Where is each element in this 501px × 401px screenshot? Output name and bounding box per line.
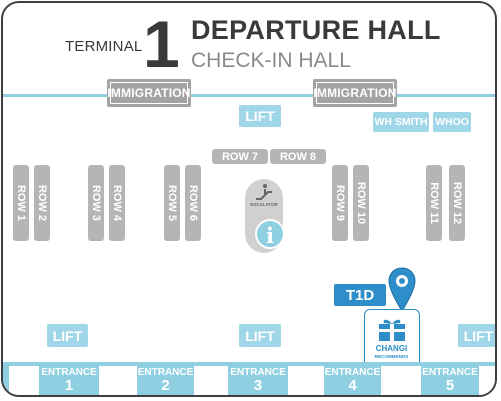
shop-wh-smith[interactable]: WH SMITH — [373, 112, 429, 132]
entrance-number: 4 — [348, 377, 357, 394]
location-pin-icon[interactable] — [388, 267, 416, 313]
row-label: ROW 11 — [428, 182, 440, 224]
row-3[interactable]: ROW 3 — [88, 165, 104, 241]
immigration-sign-right[interactable]: IMMIGRATION — [313, 79, 397, 107]
gift-box-icon — [379, 319, 405, 341]
row-8-tag[interactable]: ROW 8 — [270, 149, 326, 164]
immigration-line — [3, 94, 495, 97]
entrance-box — [419, 366, 481, 395]
page-title: DEPARTURE HALL — [191, 15, 441, 45]
location-label-t1d[interactable]: T1D — [334, 284, 386, 306]
row-12[interactable]: ROW 12 — [449, 165, 465, 241]
escalator-label: ESCALATOR — [250, 202, 278, 207]
row-label: ROW 3 — [90, 184, 102, 222]
lift-bottom-center[interactable]: LIFT — [239, 324, 281, 347]
lift-top[interactable]: LIFT — [239, 105, 281, 127]
row-5[interactable]: ROW 5 — [164, 165, 180, 241]
entrance-1[interactable]: ENTRANCE 1 — [37, 366, 101, 395]
row-label: ROW 9 — [334, 184, 346, 222]
row-10[interactable]: ROW 10 — [353, 165, 369, 241]
row-label: ROW 2 — [36, 184, 48, 222]
row-label: ROW 4 — [111, 184, 123, 222]
entrance-gap — [290, 366, 322, 395]
row-11[interactable]: ROW 11 — [426, 165, 442, 241]
row-4[interactable]: ROW 4 — [109, 165, 125, 241]
info-icon[interactable]: i — [255, 219, 285, 249]
page-subtitle: CHECK-IN HALL — [191, 49, 351, 72]
changi-name: CHANGI — [375, 344, 408, 353]
entrance-5[interactable]: ENTRANCE 5 — [419, 366, 481, 395]
entrance-box — [226, 366, 290, 395]
changi-tagline: RECOMMENDS — [374, 354, 409, 359]
row-label: ROW 6 — [187, 184, 199, 222]
immigration-sign-left[interactable]: IMMIGRATION — [107, 79, 191, 107]
entrance-gap — [9, 366, 37, 395]
row-2[interactable]: ROW 2 — [34, 165, 50, 241]
entrance-gap — [101, 366, 135, 395]
entrance-box — [135, 366, 196, 395]
row-label: ROW 1 — [15, 184, 27, 222]
entrance-3[interactable]: ENTRANCE 3 — [226, 366, 290, 395]
entrance-label: ENTRANCE — [230, 367, 286, 378]
entrance-box — [37, 366, 101, 395]
row-label: ROW 5 — [166, 184, 178, 222]
changi-recommends-kiosk[interactable]: CHANGI RECOMMENDS — [364, 309, 420, 369]
row-label: ROW 10 — [355, 181, 367, 225]
terminal-label: TERMINAL — [65, 38, 143, 55]
terminal-number: 1 — [143, 7, 180, 81]
row-1[interactable]: ROW 1 — [13, 165, 29, 241]
entrance-label: ENTRANCE — [324, 367, 381, 378]
entrance-2[interactable]: ENTRANCE 2 — [135, 366, 196, 395]
entrance-gap — [196, 366, 226, 395]
immigration-label: IMMIGRATION — [313, 82, 396, 104]
entrance-number: 1 — [64, 377, 74, 394]
entrance-number: 5 — [445, 377, 455, 394]
lift-bottom-right[interactable]: LIFT — [458, 324, 495, 347]
row-9[interactable]: ROW 9 — [332, 165, 348, 241]
entrance-number: 3 — [253, 377, 263, 394]
entrance-box — [322, 366, 383, 395]
row-7-tag[interactable]: ROW 7 — [212, 149, 268, 164]
shop-whoo[interactable]: WHOO — [433, 112, 471, 132]
entrance-gap — [481, 366, 495, 395]
entrance-gap — [383, 366, 419, 395]
immigration-label: IMMIGRATION — [107, 82, 190, 104]
entrance-label: ENTRANCE — [422, 367, 478, 378]
lift-bottom-left[interactable]: LIFT — [47, 324, 88, 347]
entrance-label: ENTRANCE — [41, 367, 97, 378]
row-6[interactable]: ROW 6 — [185, 165, 201, 241]
row-label: ROW 12 — [451, 181, 463, 225]
escalator-icon — [256, 184, 272, 200]
entrance-number: 2 — [161, 377, 170, 394]
map-frame: TERMINAL 1 DEPARTURE HALL CHECK-IN HALL … — [1, 1, 497, 397]
entrance-label: ENTRANCE — [137, 367, 194, 378]
info-symbol: i — [266, 223, 274, 248]
entrance-4[interactable]: ENTRANCE 4 — [322, 366, 383, 395]
